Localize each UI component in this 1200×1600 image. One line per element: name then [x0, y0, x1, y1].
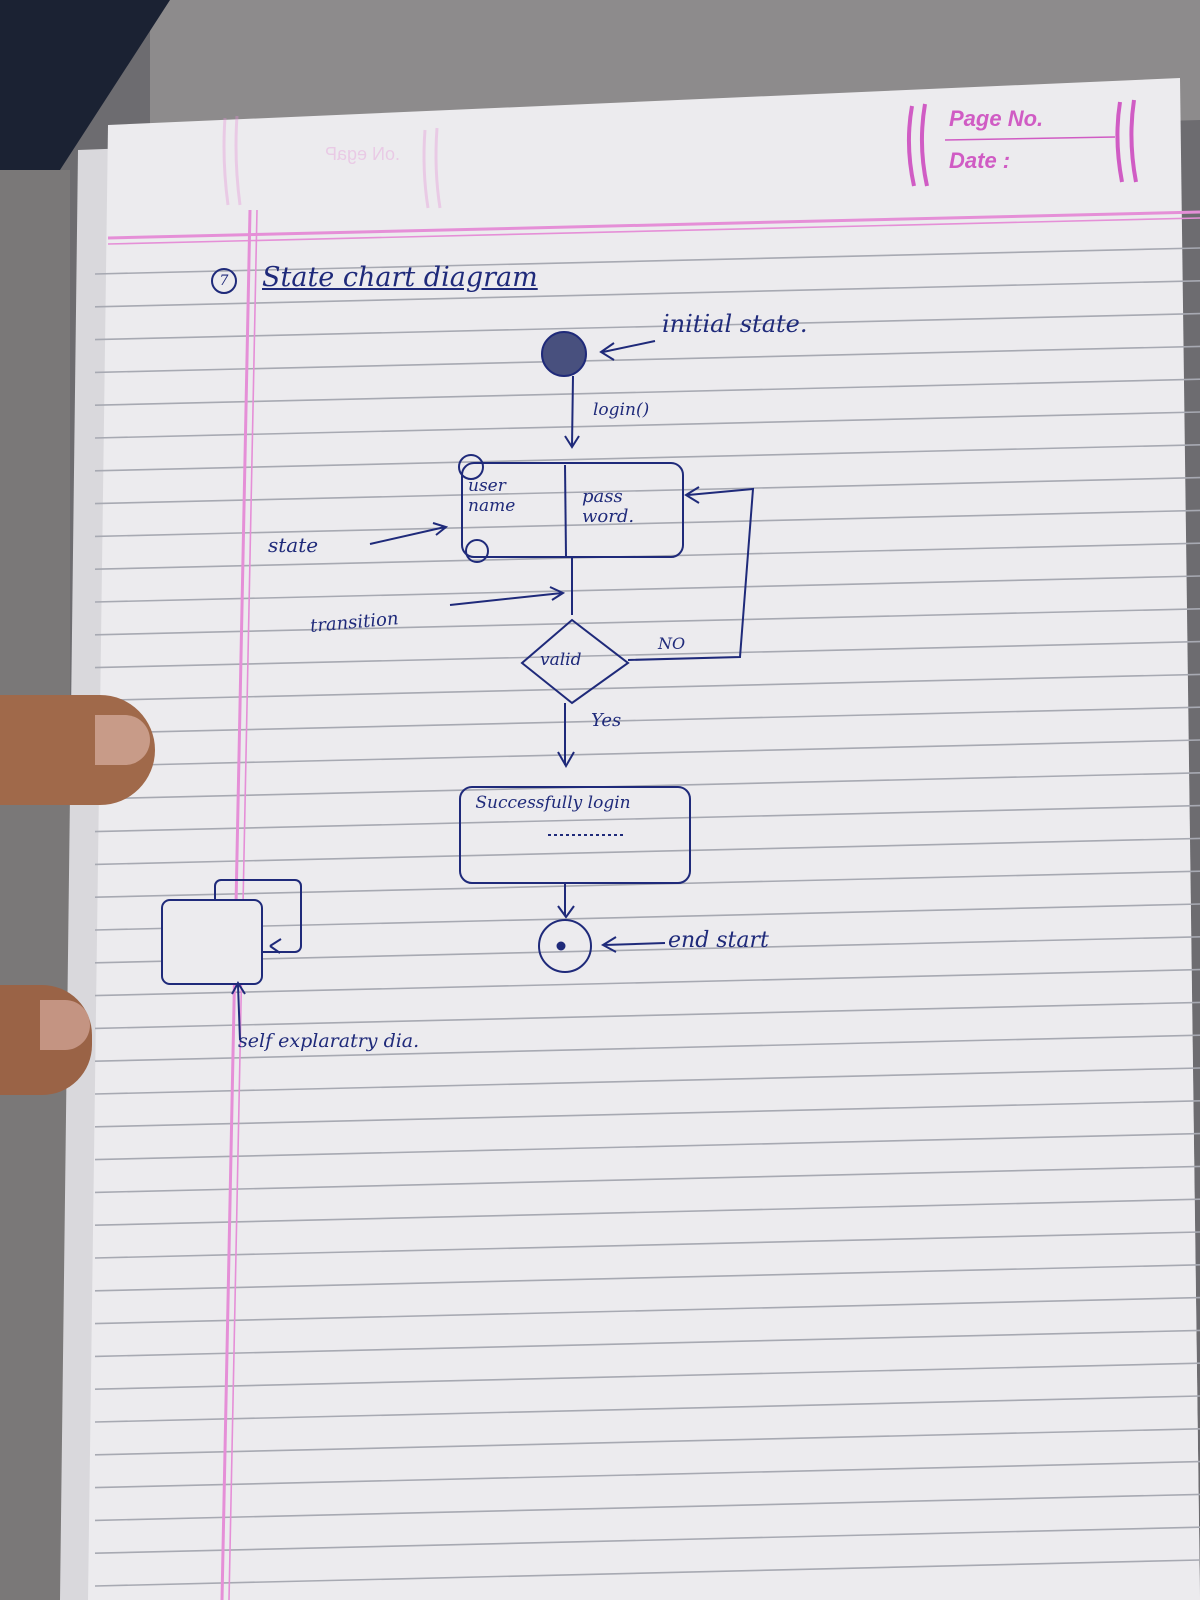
state-label: state [268, 533, 319, 557]
bleed-page-no: .oN egaP [325, 144, 400, 164]
username-field-label: user name [468, 476, 516, 516]
self-transition-arrow [269, 938, 282, 954]
rule-line [94, 1034, 1200, 1062]
rule-line [94, 640, 1200, 669]
rule-line [94, 312, 1200, 341]
self-transition-label: self explaratry dia. [238, 1030, 420, 1052]
success-state-box [459, 786, 691, 884]
login-state-divider [564, 464, 567, 557]
rule-line [94, 1067, 1200, 1095]
rule-line [94, 1428, 1200, 1456]
rule-line [94, 1296, 1200, 1325]
rule-line [94, 1264, 1200, 1292]
fabric-left-strip [0, 170, 70, 1600]
yes-arrow [557, 703, 575, 769]
rule-line [94, 1493, 1200, 1522]
page-header-decoration [906, 99, 1138, 187]
rule-line [94, 739, 1200, 767]
header-margin-line-inner [107, 217, 1200, 245]
ruled-lines [94, 247, 1200, 1587]
bleed-through-header [222, 115, 442, 209]
rule-line [94, 411, 1200, 439]
pin-top [458, 454, 484, 480]
no-label: NO [658, 634, 686, 653]
rule-line [94, 804, 1200, 833]
rule-line [94, 1329, 1200, 1358]
rule-line [94, 1395, 1200, 1423]
no-loop [627, 486, 755, 661]
rule-line [94, 476, 1200, 505]
rule-line [94, 509, 1200, 538]
rule-line [94, 1526, 1200, 1554]
transition-pointer [449, 586, 566, 606]
heading-number: 7 [211, 268, 237, 294]
rule-line [94, 608, 1200, 636]
self-label-pointer [231, 981, 246, 1041]
end-state-arrow [600, 936, 666, 953]
rule-line [94, 280, 1200, 308]
initial-state-arrow [599, 340, 656, 361]
finger-top-nail [95, 715, 150, 765]
rule-line [94, 1001, 1200, 1030]
end-state-label: end start [668, 928, 769, 953]
state-chart [161, 331, 755, 1041]
initial-state-label: initial state. [662, 310, 808, 338]
fabric-dark-corner [0, 0, 170, 180]
rule-line [94, 706, 1200, 734]
finger-bottom-nail [40, 1000, 90, 1050]
rule-line [94, 345, 1200, 374]
password-field-label: pass word. [582, 486, 635, 527]
state-arrow [369, 522, 449, 545]
end-state-inner [556, 941, 566, 951]
rule-line [94, 1100, 1200, 1128]
yes-label: Yes [591, 710, 622, 731]
login-state-box [461, 462, 684, 558]
header-margin-line [107, 210, 1200, 240]
rule-line [94, 772, 1200, 800]
pin-bottom [465, 539, 489, 563]
rule-line [94, 837, 1200, 866]
rule-line [94, 1559, 1200, 1587]
rule-line [94, 1460, 1200, 1489]
success-state-label: Successfully login [475, 793, 631, 813]
rule-line [94, 1165, 1200, 1194]
decision-diamond [520, 618, 630, 705]
rule-line [94, 1362, 1200, 1390]
login-transition-arrow [564, 375, 580, 449]
rule-line [94, 968, 1200, 997]
self-state-front [161, 899, 263, 985]
rule-line [94, 870, 1200, 898]
rule-line [94, 1198, 1200, 1226]
rule-line [94, 1231, 1200, 1259]
diagram-heading: State chart diagram [262, 262, 538, 293]
to-end-arrow [557, 883, 575, 919]
rule-line [94, 673, 1200, 702]
rule-line [94, 575, 1200, 603]
end-state-outer [538, 919, 592, 973]
rule-line [94, 903, 1200, 931]
date-label: Date : [949, 148, 1011, 173]
decision-label: valid [540, 650, 582, 670]
rule-line [94, 936, 1200, 964]
rule-line [94, 378, 1200, 406]
login-transition-label: login() [593, 400, 650, 420]
rule-line [94, 1132, 1200, 1161]
page-no-label: Page No. [949, 106, 1044, 131]
rule-line [94, 444, 1200, 472]
header-divider [944, 136, 1116, 141]
rule-line [94, 247, 1200, 275]
initial-state-node [541, 331, 587, 377]
